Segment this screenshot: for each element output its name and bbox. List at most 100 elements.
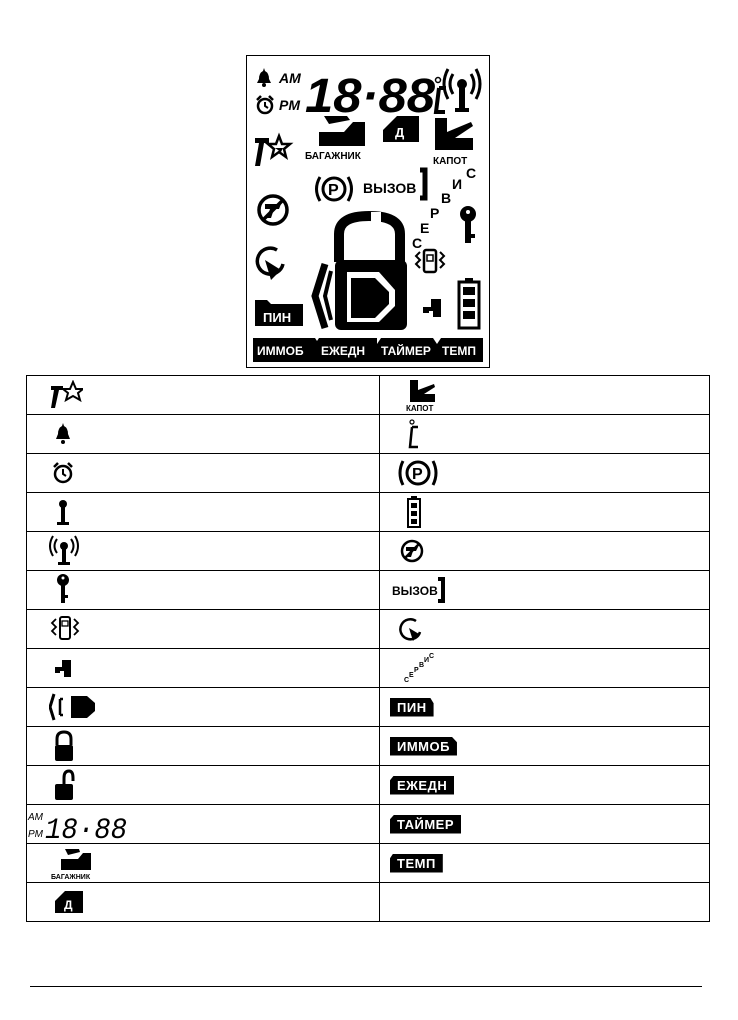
lcd-svg: AM PM 18·88 [253, 68, 483, 362]
temp-tab-icon: ТЕМП [390, 853, 443, 873]
hood-icon: КАПОТ [406, 380, 435, 412]
icon-legend-table: КАПОТ P ВЫЗОВ С Е [26, 375, 710, 922]
table-row: ИММОБ [26, 726, 710, 766]
svg-text:ИММОБ: ИММОБ [257, 344, 304, 358]
svg-text:ТЕМП: ТЕМП [442, 344, 476, 358]
pm-label: PM [279, 97, 300, 113]
svg-text:Р: Р [414, 667, 419, 674]
vibration-pager-icon [50, 616, 80, 640]
trunk-label: БАГАЖНИК [305, 151, 362, 162]
table-row [26, 414, 710, 454]
svg-text:БАГАЖНИК: БАГАЖНИК [51, 874, 91, 881]
no-engine-start-icon [400, 539, 424, 563]
shock-sensor-icon [49, 693, 95, 721]
engine-start-arrow-icon [255, 246, 285, 280]
svg-text:P: P [328, 182, 339, 199]
key-icon [460, 206, 476, 243]
trunk-icon [319, 116, 365, 146]
svg-text:С: С [466, 165, 476, 181]
hood-label: КАПОТ [433, 156, 467, 167]
table-row: ВЫЗОВ [26, 570, 710, 610]
svg-text:ЕЖЕДН: ЕЖЕДН [321, 344, 365, 358]
table-row: Д [26, 882, 710, 922]
lcd-display: AM PM 18·88 [246, 55, 490, 368]
door-icon: Д [55, 891, 83, 913]
call-icon: ВЫЗОВ [392, 577, 445, 603]
svg-text:Д: Д [64, 898, 73, 912]
svg-text:В: В [441, 190, 451, 206]
timer-tab-icon: ТАЙМЕР [390, 814, 462, 834]
shock-sensor-icon [311, 260, 407, 330]
alarm-clock-icon [53, 462, 73, 484]
svg-text:И: И [424, 657, 429, 664]
temperature-celsius-icon [408, 419, 418, 449]
table-row: БАГАЖНИК ТЕМП [26, 843, 710, 883]
table-row: ЕЖЕДН [26, 765, 710, 805]
svg-text:ВЫЗОВ: ВЫЗОВ [392, 584, 438, 598]
immob-tab: ИММОБ [253, 338, 319, 362]
lock-open-icon [55, 769, 75, 800]
table-row: КАПОТ [26, 375, 710, 415]
antenna-signal-icon [442, 68, 482, 112]
pin-tab-icon: ПИН [255, 300, 303, 326]
lock-closed-icon [55, 730, 73, 761]
svg-text:Р: Р [430, 205, 439, 221]
svg-text:Е: Е [409, 672, 414, 679]
table-row: AM PM 18·88 ТАЙМЕР [26, 804, 710, 844]
table-row: P [26, 453, 710, 493]
svg-text:С: С [412, 235, 422, 251]
trunk-icon: БАГАЖНИК [51, 849, 91, 881]
svg-text:ТАЙМЕР: ТАЙМЕР [381, 343, 431, 358]
parking-icon: P [315, 176, 353, 202]
turbo-timer-icon [51, 380, 83, 408]
vibration-pager-icon [414, 248, 446, 274]
svg-text:ПИН: ПИН [263, 310, 291, 325]
table-row [26, 531, 710, 571]
melody-icon [423, 299, 441, 317]
antenna-signal-icon [49, 535, 79, 565]
svg-text:И: И [452, 176, 462, 192]
melody-icon [55, 660, 71, 677]
table-row [26, 609, 710, 649]
svg-text:P: P [412, 466, 423, 483]
service-icon: С Е Р В И С [404, 653, 434, 684]
parking-icon: P [398, 460, 438, 486]
temp-tab: ТЕМП [437, 338, 483, 362]
door-icon: Д [383, 116, 419, 142]
svg-text:18·88: 18·88 [45, 814, 127, 842]
svg-text:С: С [404, 677, 409, 684]
clock-digits-icon: AM PM 18·88 [27, 812, 127, 842]
hood-icon [435, 118, 473, 150]
engine-start-arrow-icon [399, 618, 422, 641]
timer-tab: ТАЙМЕР [377, 338, 437, 362]
svg-text:КАПОТ: КАПОТ [406, 404, 434, 412]
call-label: ВЫЗОВ [363, 180, 416, 196]
footer-divider [30, 986, 702, 987]
lcd-clock: 18·88 [305, 70, 435, 123]
table-row [26, 492, 710, 532]
svg-text:PM: PM [28, 829, 44, 840]
turbo-timer-icon [255, 132, 294, 166]
bell-icon [257, 68, 271, 87]
table-row: ПИН [26, 687, 710, 727]
table-row: С Е Р В И С [26, 648, 710, 688]
no-engine-start-icon [257, 194, 289, 226]
antenna-icon [57, 500, 69, 525]
key-icon [57, 574, 69, 603]
daily-tab: ЕЖЕДН [315, 338, 377, 362]
pin-tab-icon: ПИН [390, 697, 434, 717]
svg-text:В: В [419, 662, 424, 669]
alarm-clock-icon [256, 95, 274, 115]
immob-tab-icon: ИММОБ [390, 736, 457, 756]
svg-text:Е: Е [420, 220, 429, 236]
bell-icon [56, 423, 70, 444]
handset-icon [420, 167, 428, 201]
battery-icon [457, 278, 481, 330]
battery-icon [407, 496, 421, 528]
service-icon: С Е Р В И С [412, 165, 476, 251]
daily-tab-icon: ЕЖЕДН [390, 775, 455, 795]
svg-text:AM: AM [27, 812, 44, 823]
empty-cell [379, 882, 710, 922]
lock-icon [334, 210, 405, 262]
door-label: Д [395, 125, 405, 140]
